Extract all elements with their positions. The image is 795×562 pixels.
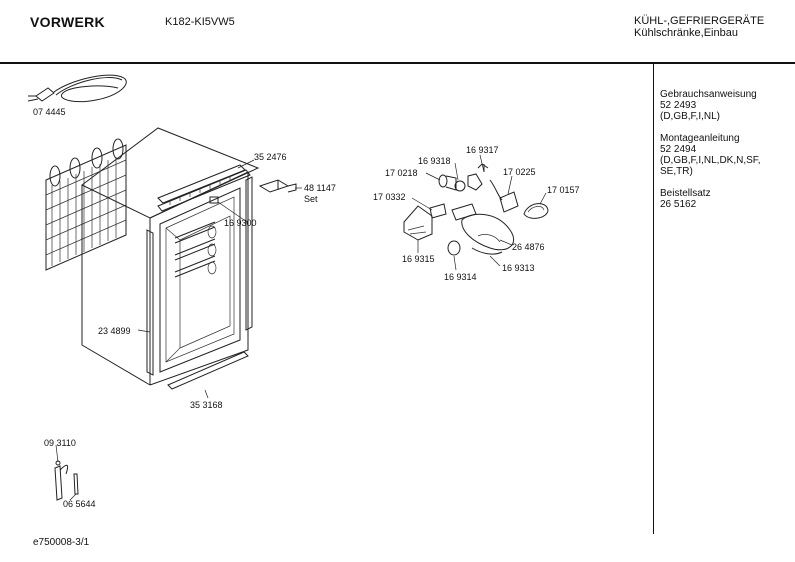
cabinet-drawing <box>81 127 260 390</box>
part-label-23-4899: 23 4899 <box>98 326 131 336</box>
model-number: K182-KI5VW5 <box>165 16 235 28</box>
manual-number: 52 2493 <box>660 100 697 111</box>
part-label-48-1147-set: Set <box>304 194 318 204</box>
condenser-drawing <box>45 138 127 271</box>
part-label-17-0218: 17 0218 <box>385 168 418 178</box>
part-label-07-4445: 07 4445 <box>33 107 66 117</box>
part-label-16-9317: 16 9317 <box>466 145 499 155</box>
brand-name: VORWERK <box>30 14 105 30</box>
power-cord-drawing <box>27 74 127 103</box>
manual-label: Gebrauchsanweisung <box>660 89 757 100</box>
header-divider <box>0 62 795 64</box>
part-label-17-0225: 17 0225 <box>503 167 536 177</box>
part-label-26-4876: 26 4876 <box>512 242 545 252</box>
part-label-16-9313: 16 9313 <box>502 263 535 273</box>
part-label-16-9315: 16 9315 <box>402 254 435 264</box>
switch-drawing <box>209 196 219 204</box>
lamp-assembly-drawing <box>403 163 549 256</box>
appliance-subcategory: Kühlschränke,Einbau <box>634 27 738 39</box>
appliance-category: KÜHL-,GEFRIERGERÄTE <box>634 15 765 27</box>
accessory-set-number: 26 5162 <box>660 199 697 210</box>
mounting-languages-1: (D,GB,F,I,NL,DK,N,SF, <box>660 155 761 166</box>
sidebar-divider <box>653 64 654 534</box>
leader-lines <box>55 154 547 501</box>
part-label-09-3110: 09 3110 <box>44 438 76 448</box>
part-label-35-2476: 35 2476 <box>254 152 287 162</box>
mounting-languages-2: SE,TR) <box>660 166 693 177</box>
manual-languages: (D,GB,F,I,NL) <box>660 111 721 122</box>
mounting-label: Montageanleitung <box>660 133 740 144</box>
part-label-06-5644: 06 5644 <box>63 499 96 509</box>
document-reference: e750008-3/1 <box>33 537 90 548</box>
bracket-drawing <box>258 179 297 193</box>
part-label-17-0332: 17 0332 <box>373 192 406 202</box>
part-label-17-0157: 17 0157 <box>547 185 580 195</box>
part-label-35-3168: 35 3168 <box>190 400 223 410</box>
part-label-16-9300: 16 9300 <box>224 218 257 228</box>
part-label-16-9314: 16 9314 <box>444 272 477 282</box>
mounting-number: 52 2494 <box>660 144 697 155</box>
part-label-16-9318: 16 9318 <box>418 156 451 166</box>
thermostat-drawing <box>54 460 79 501</box>
part-label-48-1147: 48 1147 <box>304 183 336 193</box>
accessory-set-label: Beistellsatz <box>660 188 711 199</box>
